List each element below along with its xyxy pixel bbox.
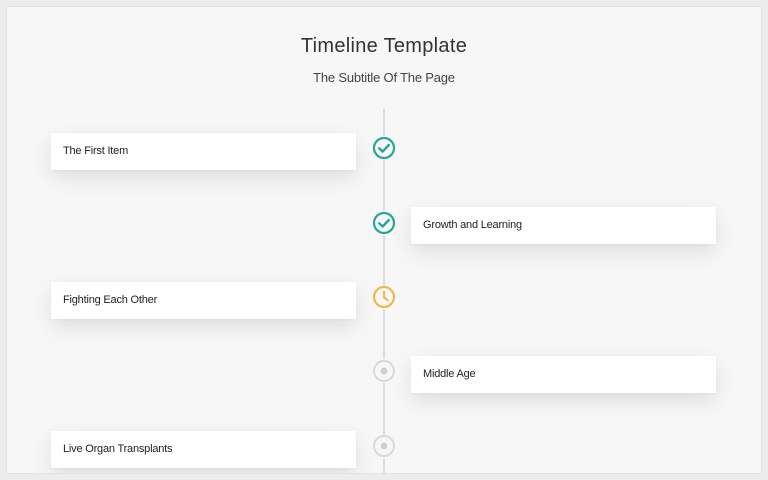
clock-icon (372, 285, 396, 309)
timeline-item-card: Growth and Learning (411, 207, 716, 244)
page-subtitle: The Subtitle Of The Page (313, 70, 455, 85)
timeline-page: Timeline Template The Subtitle Of The Pa… (6, 6, 762, 474)
dot-circle-icon (372, 434, 396, 458)
page-title: Timeline Template (300, 35, 468, 57)
timeline-item-card: The First Item (51, 133, 356, 170)
timeline-item-card: Middle Age (411, 356, 716, 393)
check-circle-icon (372, 211, 396, 235)
timeline-item-card: Live Organ Transplants (51, 431, 356, 468)
dot-circle-icon (372, 359, 396, 383)
check-circle-icon (372, 136, 396, 160)
timeline-item-card: Fighting Each Other (51, 282, 356, 319)
